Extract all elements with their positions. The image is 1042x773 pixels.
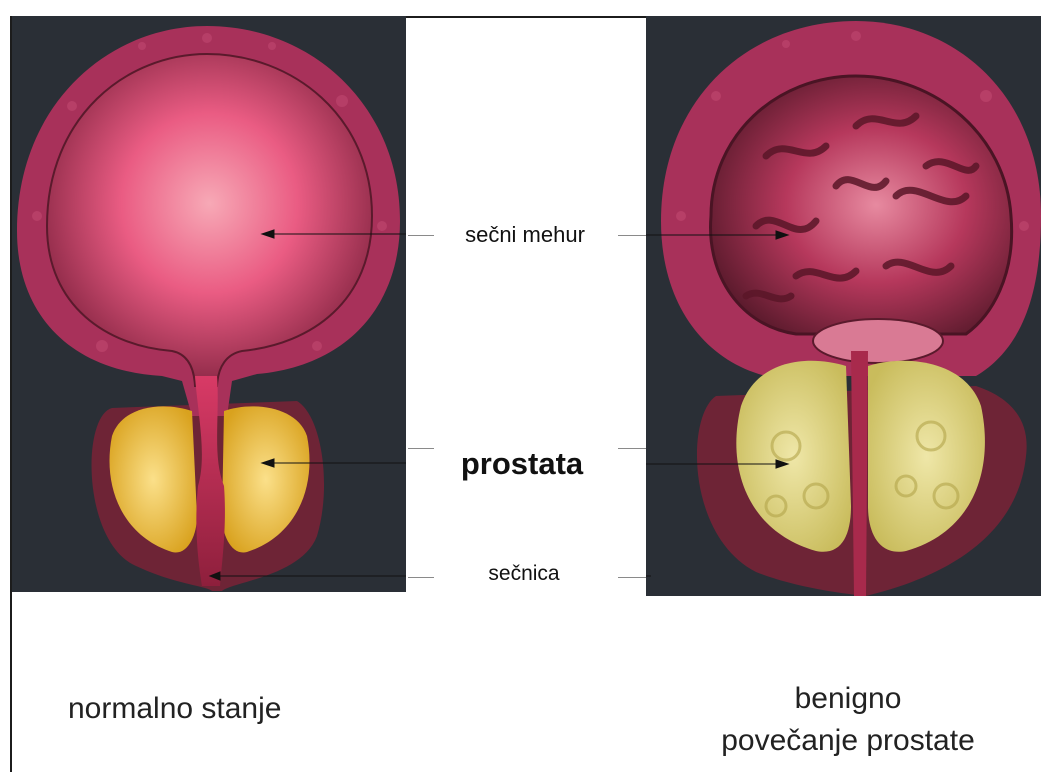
- label-bladder: sečni mehur: [465, 222, 585, 248]
- label-prostate: prostata: [461, 446, 583, 482]
- guide-line: [408, 448, 434, 449]
- median-lobe: [813, 319, 943, 363]
- caption-bph-line2: povečanje prostate: [721, 720, 975, 762]
- caption-normal: normalno stanje: [68, 692, 281, 726]
- guide-line: [618, 235, 646, 236]
- caption-bph-line1: benigno: [721, 678, 975, 720]
- label-urethra: sečnica: [488, 562, 559, 586]
- guide-line: [618, 448, 646, 449]
- caption-bph: benigno povečanje prostate: [721, 678, 975, 762]
- guide-line: [408, 577, 434, 578]
- enlarged-prostate-illustration: [646, 16, 1041, 596]
- normal-prostate-illustration: [12, 16, 406, 592]
- guide-line: [408, 235, 434, 236]
- guide-line: [618, 577, 646, 578]
